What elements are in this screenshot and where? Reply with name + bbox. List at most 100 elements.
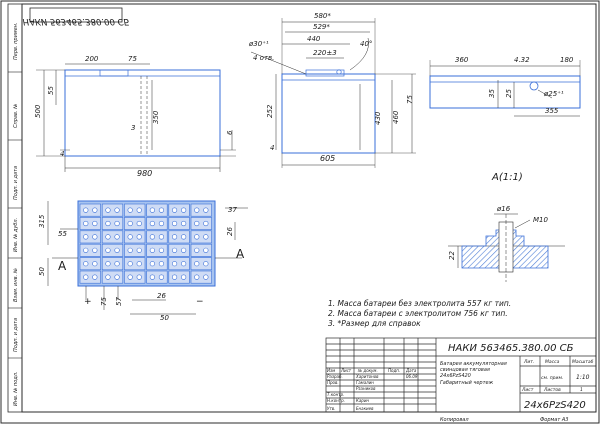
cell-terminal: [92, 207, 98, 213]
battery-cell: [190, 217, 212, 230]
battery-cell: [168, 217, 190, 230]
cell-terminal: [203, 261, 209, 267]
dim-50-left: 50: [38, 267, 46, 276]
cell-terminal: [105, 220, 111, 227]
battery-cell: [168, 203, 190, 217]
cell-terminal: [114, 247, 120, 253]
battery-cell: [146, 217, 168, 230]
cell-terminal: [83, 274, 89, 280]
dim-40deg: 40°: [360, 40, 372, 48]
dim-m10: M10: [533, 216, 548, 224]
section-mark-left: A: [58, 259, 67, 273]
strip-label-6: Подп. и дата: [13, 318, 19, 352]
role-ncontrol: Н.контр.: [327, 398, 345, 403]
cell-terminal: [83, 220, 89, 227]
battery-cell: [101, 217, 124, 230]
battery-cell: [124, 230, 146, 244]
cell-terminal: [149, 207, 155, 213]
role-check: Пров.: [327, 380, 339, 385]
left-strip: Перв. примен. Справ. № Подп. и дата Инв.…: [7, 3, 23, 413]
dim-26-bottom: 26: [157, 292, 166, 300]
role-develop: Разраб.: [327, 374, 343, 379]
battery-cell: [190, 257, 212, 271]
cell-terminal: [194, 247, 200, 253]
battery-cell: [190, 243, 212, 257]
cell-terminal: [105, 274, 111, 280]
cell-terminal: [136, 261, 142, 267]
dim-75-side: 75: [406, 95, 414, 104]
dim-75-front: 75: [128, 55, 137, 63]
battery-cell: [168, 230, 190, 244]
title-block: [325, 337, 597, 413]
doc-number: НАКИ 563465.380.00 СБ: [448, 343, 574, 354]
dim-dia30: ø30⁺¹: [248, 40, 269, 48]
cell-terminal: [114, 234, 120, 240]
cell-terminal: [83, 234, 89, 240]
cell-terminal: [136, 274, 142, 280]
terminal-detail: ø16 M10 22: [448, 205, 565, 282]
name-1: Харитонов: [355, 374, 379, 379]
cell-terminal: [181, 247, 187, 253]
cell-terminal: [83, 261, 89, 267]
battery-cell: [124, 243, 146, 257]
battery-cell: [124, 217, 146, 230]
battery-cell: [79, 217, 101, 230]
cell-terminal: [149, 247, 155, 253]
strip-label-3: Подп. и дата: [13, 166, 19, 200]
dim-355: 355: [545, 107, 559, 115]
battery-cell: [79, 257, 101, 271]
battery-cell: [101, 203, 124, 217]
strip-label-1: Перв. примен.: [13, 22, 19, 60]
dim-360: 360: [455, 56, 469, 64]
dim-500: 500: [34, 104, 42, 118]
strip-label-7: Инв. № подл.: [13, 372, 19, 407]
cell-terminal: [136, 220, 142, 227]
cell-terminal: [105, 207, 111, 213]
note-1: 1. Масса батареи без электролита 557 кг …: [328, 299, 511, 308]
cell-terminal: [149, 220, 155, 227]
footer-copied: Копировал: [440, 417, 469, 423]
dim-350: 350: [152, 110, 160, 124]
cell-terminal: [127, 247, 133, 253]
mass-value: см. прим.: [541, 376, 563, 381]
minus-terminal-icon: −: [196, 297, 204, 307]
product-name-4: Габаритный чертеж: [440, 380, 494, 386]
product-name-1: Батарея аккумуляторная: [440, 361, 507, 367]
section-mark-right: A: [236, 247, 245, 261]
designation: 24x6PzS420: [524, 400, 586, 411]
cell-terminal: [203, 274, 209, 280]
scale-value: 1:10: [576, 374, 590, 381]
dim-432: 4.32: [514, 56, 530, 64]
front-view: 200 75 500 55 3 350 4 6 980: [34, 55, 236, 178]
cell-terminal: [92, 274, 98, 280]
cell-terminal: [181, 261, 187, 267]
cell-terminal: [136, 207, 142, 213]
dim-75-plan: 75: [100, 297, 108, 306]
dim-430: 430: [374, 111, 382, 125]
dim-529: 529*: [313, 23, 330, 31]
cell-terminal: [127, 234, 133, 240]
dim-440: 440: [307, 35, 321, 43]
lit-label: Лит.: [523, 359, 534, 365]
side-view: 580* 529* ø30⁺¹ 4 отв. 440 220±3 40° 252…: [248, 12, 416, 168]
cell-terminal: [158, 247, 165, 253]
cell-terminal: [127, 261, 133, 267]
battery-cell: [146, 203, 168, 217]
col-header-list: Лист: [340, 368, 352, 373]
name-4: Карин: [356, 398, 369, 403]
battery-cell: [190, 270, 212, 284]
battery-cell: [146, 243, 168, 257]
dim-200: 200: [85, 55, 99, 63]
dim-26-right: 26: [226, 227, 234, 236]
cell-terminal: [181, 220, 187, 227]
col-header-sign: Подп.: [388, 368, 400, 373]
name-5: Енакиев: [356, 406, 374, 411]
dim-4-front: 4: [60, 150, 64, 158]
cell-terminal: [92, 247, 98, 253]
sheets-label: Листов: [543, 387, 561, 393]
cell-grid: [79, 203, 212, 284]
cell-terminal: [105, 247, 111, 253]
battery-cell: [146, 230, 168, 244]
